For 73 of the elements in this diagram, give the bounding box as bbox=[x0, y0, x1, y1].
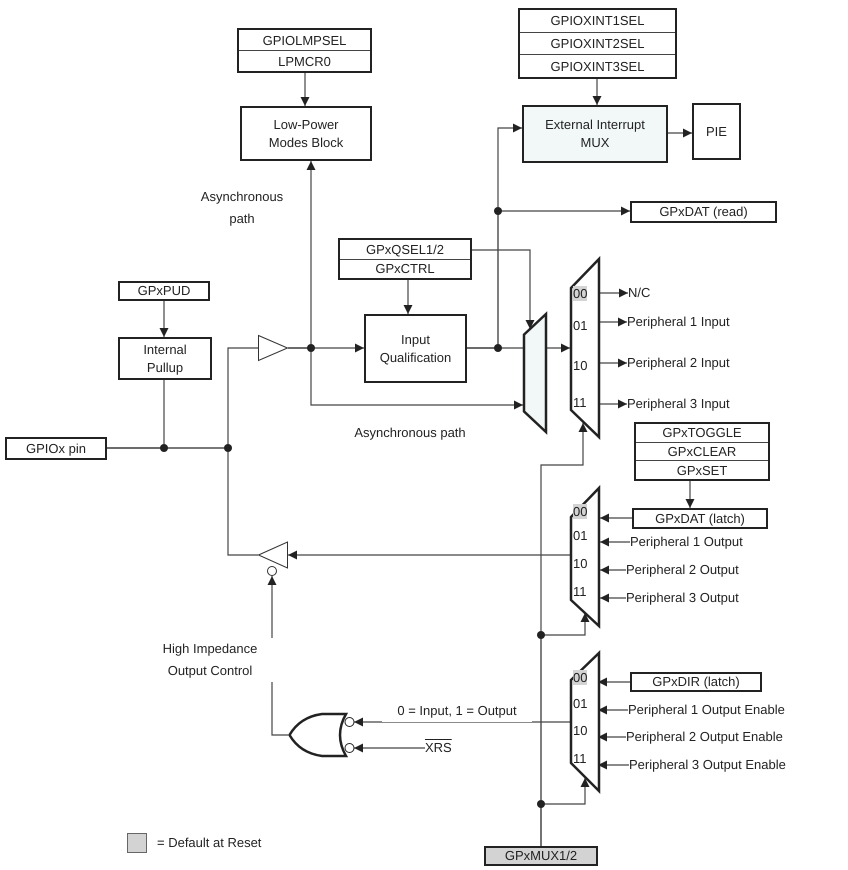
block-box: GPxDAT (read) bbox=[630, 201, 777, 223]
connector-arrow bbox=[354, 744, 425, 752]
node-label: XRS bbox=[425, 740, 452, 755]
connector-arrow bbox=[600, 288, 628, 298]
register-name: LPMCR0 bbox=[239, 50, 370, 71]
register-box bbox=[518, 8, 677, 79]
block-box: GPxMUX1/2 bbox=[484, 846, 598, 866]
select-code: 10 bbox=[573, 723, 588, 738]
register-name: GPxQSEL1/2 bbox=[364, 240, 446, 258]
connector-arrow bbox=[686, 481, 694, 508]
connector-arrow bbox=[592, 79, 602, 105]
block-box: GPxDAT (latch) bbox=[632, 508, 768, 529]
select-code: 00 bbox=[573, 670, 588, 685]
select-code: 01 bbox=[573, 528, 588, 543]
block-box: PIE bbox=[692, 103, 741, 160]
buffer-symbol bbox=[258, 335, 288, 361]
select-code: 00 bbox=[573, 504, 588, 519]
connector-arrow bbox=[160, 301, 168, 337]
multiplexer bbox=[570, 487, 600, 627]
select-code: 11 bbox=[573, 584, 586, 599]
register-name: GPxCLEAR bbox=[636, 442, 768, 460]
connector-arrow bbox=[467, 206, 630, 349]
register-box bbox=[237, 28, 372, 73]
connector-arrow bbox=[288, 347, 523, 410]
connector-arrow bbox=[547, 344, 570, 352]
node-label: N/C bbox=[628, 285, 650, 300]
block-box: GPIOx pin bbox=[5, 437, 107, 460]
connector-arrow bbox=[598, 706, 628, 714]
or-gate-symbol bbox=[288, 712, 356, 758]
connector-arrow bbox=[600, 594, 626, 602]
select-code: 11 bbox=[573, 395, 586, 410]
block-box: External Interrupt MUX bbox=[522, 105, 668, 163]
select-code: 10 bbox=[573, 358, 588, 373]
connector-arrow bbox=[598, 732, 626, 742]
connector-arrow bbox=[668, 128, 692, 138]
connector-arrow bbox=[600, 566, 626, 574]
connector-arrow bbox=[300, 73, 310, 106]
connector-arrow bbox=[600, 358, 627, 368]
block-box: Input Qualification bbox=[364, 314, 467, 383]
multiplexer bbox=[523, 313, 547, 433]
connector-arrow bbox=[598, 678, 630, 686]
connector-arrow bbox=[600, 538, 630, 546]
register-name: GPIOXINT3SEL bbox=[520, 54, 675, 78]
register-name: GPIOLMPSEL bbox=[262, 32, 348, 50]
select-code: 10 bbox=[573, 556, 588, 571]
tristate-buffer-symbol bbox=[258, 540, 288, 576]
connector-arrow bbox=[472, 249, 534, 329]
block-box: GPxDIR (latch) bbox=[630, 672, 762, 692]
register-name: GPxSET bbox=[636, 460, 768, 480]
connector-arrow bbox=[354, 718, 571, 726]
register-name: GPxTOGGLE bbox=[661, 424, 743, 442]
select-code: 00 bbox=[573, 286, 588, 301]
connector-arrow bbox=[600, 318, 627, 326]
select-code: 11 bbox=[573, 751, 586, 766]
register-name: GPIOXINT1SEL bbox=[550, 12, 646, 30]
connector-arrow bbox=[600, 514, 632, 522]
register-box bbox=[338, 238, 472, 280]
block-box: Low-Power Modes Block bbox=[240, 106, 372, 161]
select-code: 01 bbox=[573, 318, 588, 333]
legend-text: = Default at Reset bbox=[157, 835, 262, 850]
register-name: GPIOXINT2SEL bbox=[520, 32, 675, 54]
multiplexer bbox=[570, 652, 600, 792]
connector-arrow bbox=[600, 400, 627, 408]
register-box bbox=[634, 422, 770, 481]
connector-arrow bbox=[404, 280, 412, 314]
select-code: 01 bbox=[573, 696, 588, 711]
register-name: GPxCTRL bbox=[340, 258, 470, 278]
block-box: GPxPUD bbox=[118, 281, 210, 301]
multiplexer bbox=[570, 258, 600, 438]
connector-arrow bbox=[598, 760, 629, 770]
connector-arrow bbox=[540, 778, 590, 846]
block-box: Internal Pullup bbox=[118, 337, 212, 380]
connector-arrow bbox=[288, 550, 571, 560]
